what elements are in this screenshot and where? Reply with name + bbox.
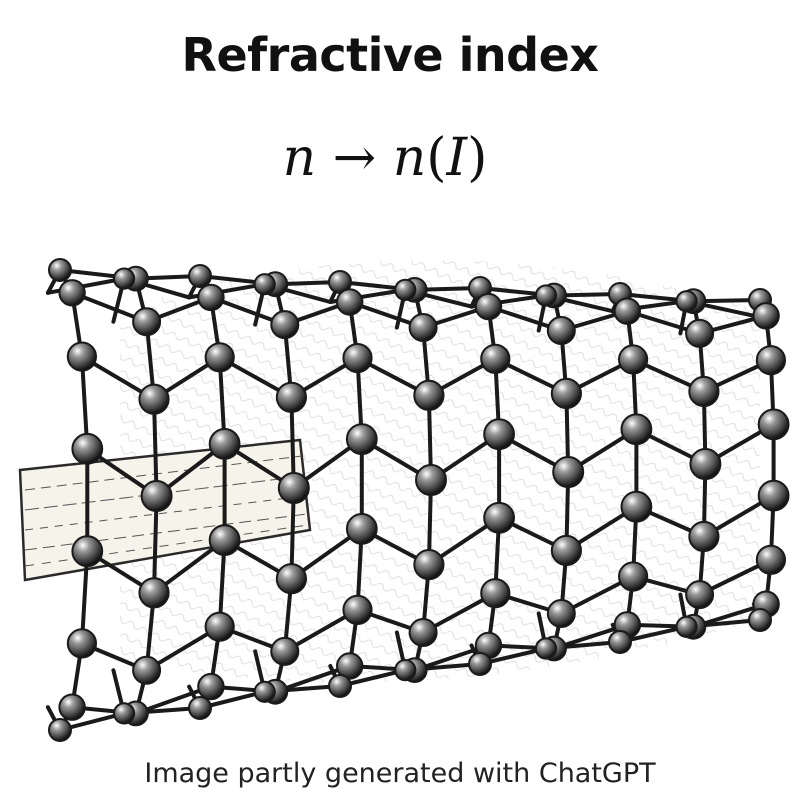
carbon-atom [675,615,698,638]
carbon-atom [342,343,373,374]
carbon-atom [188,264,212,288]
carbon-atom [408,618,438,647]
carbon-atom [415,464,447,496]
carbon-atom [394,659,417,682]
carbon-atom [253,680,276,703]
carbon-atom [208,524,241,557]
carbon-atom [345,513,378,545]
carbon-atom [138,383,170,415]
carbon-atom [48,258,72,282]
carbon-atom [534,284,558,307]
carbon-atom [113,702,136,725]
formula-arrow: → [332,128,377,188]
carbon-atom [689,448,722,480]
carbon-atom [138,577,170,609]
carbon-atom [188,696,212,720]
carbon-atom [197,283,225,312]
lattice-bond [152,494,159,595]
carbon-atom [48,718,72,742]
refractive-index-formula: n → n(I) [0,128,770,188]
carbon-atom [253,273,276,296]
carbon-atom [66,341,98,372]
carbon-atom [58,693,86,721]
carbon-atom [408,313,438,342]
carbon-atom [204,611,235,642]
carbon-atom [618,344,649,375]
formula-rhs-function: n [392,128,427,188]
formula-close-paren: ) [467,128,488,188]
carbon-atom [757,479,790,512]
carbon-atom [71,432,104,465]
carbon-atom [113,267,136,290]
formula-intensity-symbol: I [446,128,468,188]
carbon-atom [550,534,583,567]
carbon-atom [132,307,162,337]
carbon-atom [613,297,641,325]
carbon-atom [71,535,104,568]
carbon-atom [757,408,790,441]
carbon-atom [270,310,300,340]
carbon-atom [685,580,715,610]
carbon-atom [688,375,720,408]
carbon-atom [197,672,225,701]
carbon-atom [66,628,98,659]
carbon-atom [546,316,576,345]
carbon-atom [685,318,715,348]
formula-open-paren: ( [426,128,447,188]
carbon-atom [270,636,300,666]
carbon-atom [534,637,558,660]
carbon-atom [345,423,378,456]
lattice-atoms [48,258,790,742]
carbon-atom [275,381,307,413]
carbon-atom [748,608,772,632]
carbon-atom [608,630,632,654]
carbon-atom [204,342,235,373]
carbon-atom [132,655,162,685]
figure-title: Refractive index [181,28,599,82]
carbon-atom [483,418,516,451]
lattice-bond [152,397,159,498]
carbon-atom [275,563,307,595]
carbon-atom [336,652,364,680]
carbon-atom [688,520,720,553]
carbon-atom [480,578,511,609]
carbon-atom [336,288,364,316]
carbon-atom [140,480,173,512]
carbon-atom [546,599,576,628]
carbon-atom [755,544,787,575]
carbon-atom [58,279,86,307]
carbon-atom [550,377,583,410]
carbon-atom [328,674,352,698]
carbon-atom [618,561,649,592]
carbon-atom [483,501,516,534]
nanotube-illustration [18,258,790,742]
formula-lhs: n [282,128,317,188]
carbon-atom [474,292,503,321]
carbon-atom [755,345,787,376]
carbon-atom [413,549,445,581]
carbon-atom [413,379,445,411]
carbon-atom [752,302,780,330]
carbon-atom [468,652,492,676]
carbon-atom [277,472,310,504]
carbon-atom [620,490,653,523]
carbon-atom [394,278,417,302]
carbon-atom [675,290,698,313]
carbon-atom [620,413,653,446]
carbon-atom [552,456,585,488]
carbon-atom [208,428,241,460]
carbon-atom [342,594,373,625]
image-credit-caption: Image partly generated with ChatGPT [144,758,656,789]
carbon-atom [480,343,511,374]
